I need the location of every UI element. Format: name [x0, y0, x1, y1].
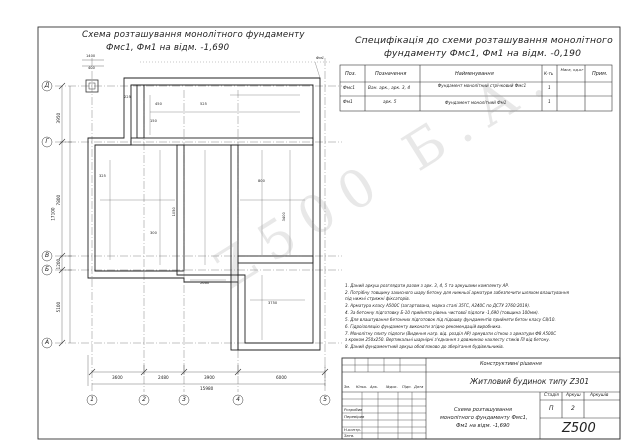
axis-label-G: Г — [45, 138, 49, 145]
dim-inner: 3750 — [268, 301, 278, 305]
stamp-stage-header: Стадія — [544, 393, 559, 398]
spec-row-name: Фундамент монолітний Фм1 — [445, 100, 507, 105]
stamp-role: Затв. — [344, 433, 355, 438]
spec-header-name: Найменування — [455, 71, 494, 77]
spec-row-name: Фундамент монолітний стрічковий Фмс1 — [437, 83, 527, 88]
sheet-frame — [37, 26, 621, 440]
note-line: 2. Потрібну товщину захисного шару бетон… — [345, 290, 569, 295]
spec-row-pos: Фмс1 — [343, 86, 356, 91]
dim-inner: 525 — [200, 102, 207, 106]
spec-table — [339, 64, 613, 112]
stamp-code: Z500 — [562, 421, 596, 436]
stamp-project: Житловий будинок типу Z301 — [470, 377, 590, 386]
axis-label-B: Б — [44, 266, 50, 273]
dim-bottom: 6000 — [276, 375, 287, 380]
spec-row-doc: арк. 5 — [383, 100, 397, 105]
note-line: 3. Арматура класу А500С (загартована, ма… — [345, 303, 531, 308]
note-line: 4. За бетонну підготовку Б-10 прийнято р… — [345, 310, 539, 315]
dim-inner: 450 — [155, 102, 162, 106]
note-line: 8. Даний фундаментний аркуш обов'язково … — [345, 344, 504, 349]
dim-inner: 325 — [99, 174, 106, 178]
stamp-stage: П — [549, 405, 554, 412]
note-line: з кроком 250х250. Вертикальні шарнірні з… — [345, 337, 551, 342]
mark-label: Фм1 — [316, 56, 325, 60]
note-line: 5. Для влаштування бетонних підготовок п… — [345, 317, 556, 322]
axis-label-A: А — [44, 339, 50, 346]
axis-label-3: 3 — [182, 396, 186, 403]
wall-g-row — [130, 137, 314, 146]
stamp-col-header: Дата — [414, 385, 424, 389]
dim-bottom: 3900 — [204, 375, 215, 380]
note-line: 1. Даний аркуш розглядати разом з арк. 3… — [345, 283, 510, 288]
plan-title: Схема розташування монолітного фундамент… — [82, 30, 305, 40]
axis-label-V: В — [44, 252, 50, 259]
dim-inner: 300 — [150, 231, 157, 235]
stamp-col-header: Зм. — [344, 385, 351, 389]
column-fm1 — [85, 79, 99, 93]
plan-subtitle: Фмс1, Фм1 на відм. -1,690 — [106, 43, 230, 53]
dim-inner: 225 — [124, 95, 131, 99]
axis-label-D: Д — [44, 82, 50, 89]
spec-header-note: Прим. — [592, 71, 608, 77]
dim-inner: 3400 — [281, 212, 286, 222]
note-line: 6. Гідроізоляцію фундаменту виконати згі… — [345, 324, 502, 329]
stamp-col-header: Кільк. — [356, 385, 368, 389]
axis-label-4: 4 — [236, 396, 240, 403]
stamp-section: Конструктивні рішення — [480, 361, 542, 367]
stamp-sheet-header: Аркуш — [566, 393, 581, 398]
foundation-outer — [87, 77, 321, 351]
note-line: під нижні стрижні фіксаторів. — [345, 296, 410, 301]
title-block — [341, 357, 621, 440]
stamp-sheet-desc: Фм1 на відм. -1,690 — [456, 423, 510, 429]
spec-header-qty: К-ть — [544, 71, 554, 76]
stamp-col-header: Підп. — [402, 385, 412, 389]
dim-left: 3950 — [56, 112, 62, 124]
wall-axis-4 — [230, 144, 239, 351]
spec-header-doc: Позначення — [375, 71, 407, 77]
wall-axis-2 — [136, 84, 145, 139]
spec-title-line1: Специфікація до схеми розташування монол… — [355, 35, 613, 46]
dim-top: 400 — [88, 66, 95, 70]
spec-header-pos: Поз. — [345, 71, 357, 77]
stamp-sheets-header: Аркушів — [590, 393, 609, 398]
spec-row-qty: 1 — [548, 100, 551, 105]
dim-left: 1200 — [56, 258, 62, 270]
spec-row-pos: Фм1 — [343, 100, 353, 105]
stamp-role: Перевірив — [344, 414, 365, 419]
dim-bottom: 2480 — [158, 375, 169, 380]
dim-left: 7800 — [56, 194, 62, 206]
stamp-sheet: 2 — [571, 405, 575, 412]
dim-bottom: 3600 — [112, 375, 123, 380]
dim-top: 1400 — [86, 54, 96, 58]
dim-left: 5100 — [56, 301, 62, 313]
spec-row-qty: 1 — [548, 86, 551, 91]
stamp-role: Н.контр. — [344, 427, 361, 432]
stamp-col-header: Арк. — [370, 385, 379, 389]
dim-inner: 1050 — [171, 207, 176, 217]
dim-inner: 800 — [258, 179, 265, 183]
spec-title-line2: фундаменту Фмс1, Фм1 на відм. -0,190 — [384, 48, 582, 59]
dim-inner: 150 — [150, 119, 157, 123]
axis-label-5: 5 — [323, 396, 327, 403]
dim-bottom-total: 15980 — [200, 386, 214, 391]
spec-row-doc: Ван. арк., арк. 3, 4 — [368, 86, 411, 91]
wall-b-row — [237, 255, 314, 264]
stamp-role: Розробив — [344, 407, 363, 412]
note-line: 7. Монолітну плиту підлоги (Видення нагр… — [345, 331, 557, 336]
stamp-sheet-desc: Схема розташування — [454, 407, 513, 413]
stamp-col-header: №док. — [386, 385, 398, 389]
wall-axis-3 — [176, 144, 185, 272]
axis-label-1: 1 — [90, 396, 94, 403]
axis-label-2: 2 — [142, 396, 146, 403]
dim-left-total: 17100 — [50, 207, 56, 221]
dim-inner: 2660 — [200, 281, 210, 285]
stamp-sheet-desc: монолітного фундаменту Фмс1, — [440, 415, 528, 421]
spec-header-mass: Маса, од.кг — [560, 67, 584, 72]
